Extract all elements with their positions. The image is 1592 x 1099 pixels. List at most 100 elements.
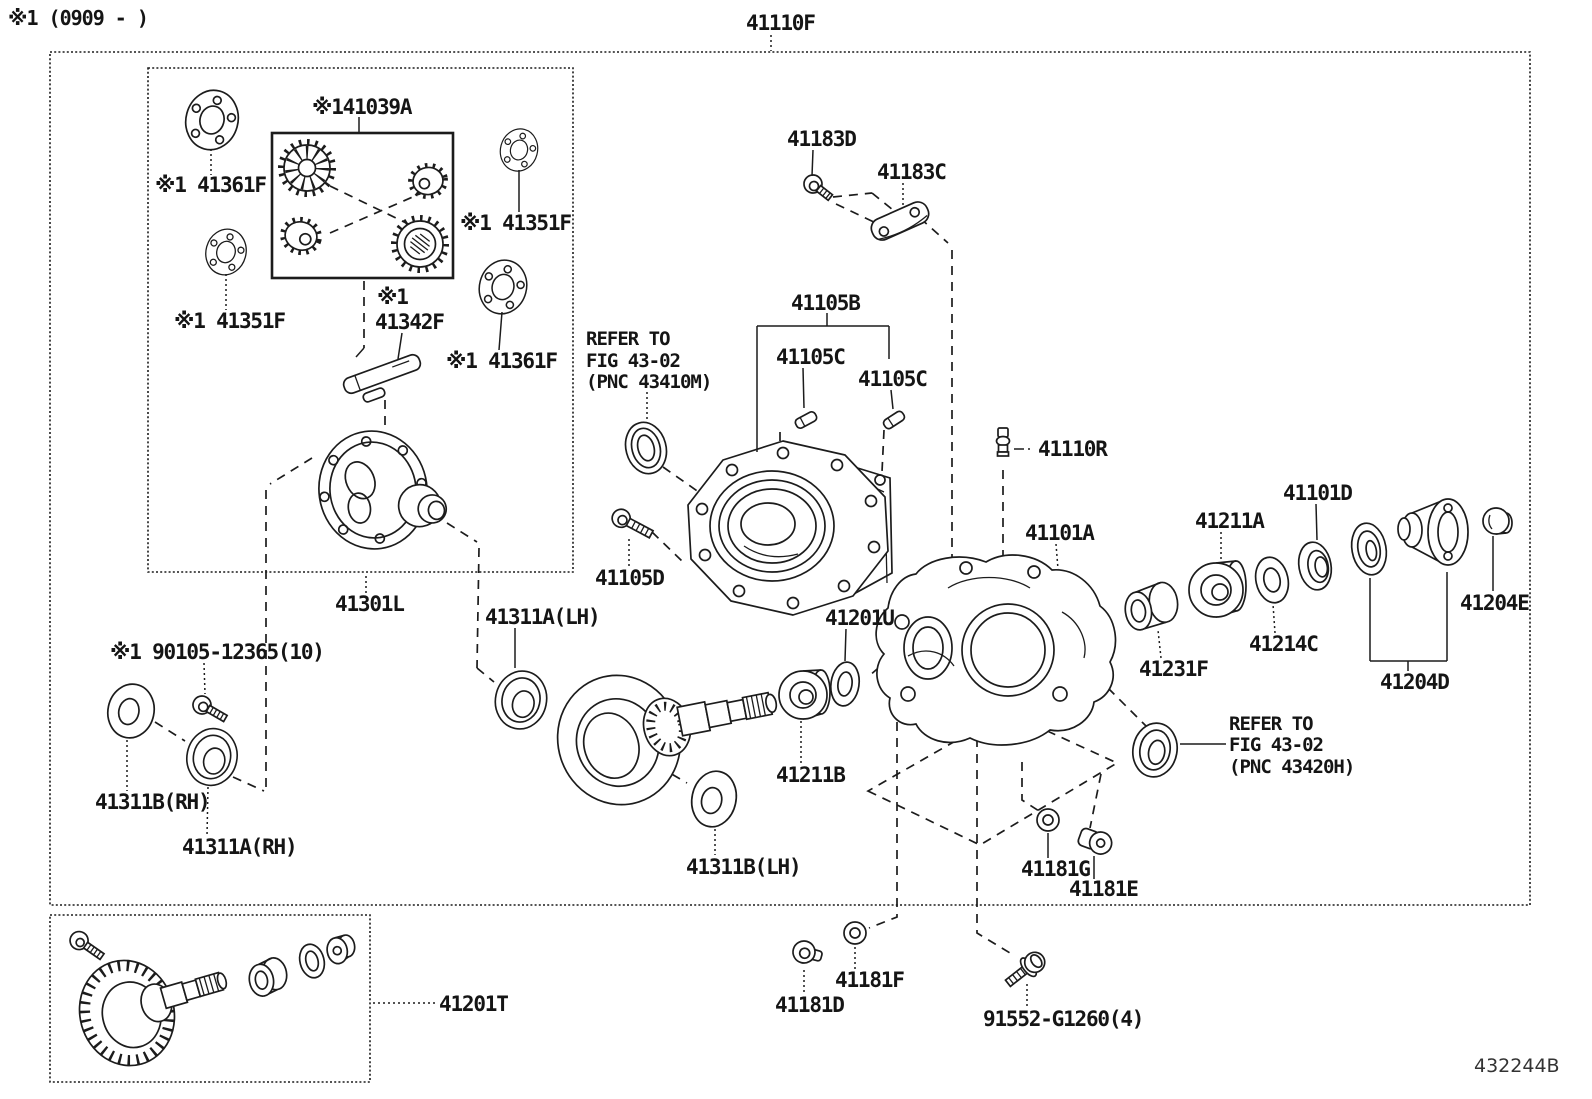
label-41231f: 41231F: [1139, 657, 1208, 681]
carrier-housing-41101a: [875, 554, 1117, 746]
spacer-41101d: [1297, 541, 1333, 591]
side-gear-upper: [278, 139, 336, 197]
label-41311a-lh: 41311A(LH): [485, 605, 599, 629]
gasket-41181f: [843, 921, 867, 945]
label-41181g: 41181G: [1021, 857, 1090, 881]
label-41211a: 41211A: [1195, 509, 1265, 533]
bearing-washer-41311b-rh: [106, 683, 156, 739]
case-bolt-90105: [192, 695, 229, 723]
dust-deflector-41204e: [1482, 507, 1513, 535]
dowel-pin-41105c-right: [882, 410, 906, 430]
companion-flange-spacer-41231f: [1124, 581, 1179, 631]
rear-bearing-41211b: [778, 669, 831, 720]
label-41361f-tl: ※1 41361F: [155, 173, 266, 197]
label-90105-12365: ※1 90105-12365(10): [110, 640, 324, 664]
svg-text:(PNC 43410M): (PNC 43410M): [586, 371, 711, 393]
refer-note-43410m: REFER TO FIG 43-02 (PNC 43410M): [586, 328, 712, 393]
spider-gear-kit-box: [270, 131, 455, 280]
kit-washer: [298, 943, 326, 979]
pinion-gear-lower-left: [280, 216, 322, 256]
label-41214c: 41214C: [1249, 632, 1318, 656]
label-41181e: 41181E: [1069, 877, 1138, 901]
outer-assembly-box: [49, 51, 1531, 906]
side-bearing-41311a-rh: [180, 723, 244, 791]
breather-bolt-41183d: [803, 174, 834, 202]
label-41211b: 41211B: [776, 763, 845, 787]
pinion-thrust-washer-41351f-left: [200, 223, 252, 281]
plug-41181d: [792, 940, 823, 964]
kit-bolt: [69, 930, 106, 961]
label-41301l: 41301L: [335, 592, 404, 616]
label-41361f-br: ※1 41361F: [446, 349, 557, 373]
pinion-shaft-pin: [362, 387, 386, 403]
refer-note-43420h: REFER TO FIG 43-02 (PNC 43420H): [1229, 713, 1355, 778]
label-41311b-rh: 41311B(RH): [95, 790, 209, 814]
label-41105d: 41105D: [595, 566, 664, 590]
label-41181f: 41181F: [835, 968, 904, 992]
side-gear-thrust-washer-41361f-bottom: [472, 254, 534, 320]
differential-case-subassembly-box: [147, 67, 574, 573]
washer-41214c: [1254, 556, 1290, 604]
label-41342f-mark: ※1: [377, 285, 408, 309]
washer-41201u: [829, 661, 861, 707]
label-41110f: 41110F: [746, 11, 815, 35]
part-number-labels: ※1 (0909 - ) 41110F 41183D 41183C 41105B…: [8, 6, 1560, 1077]
plug-41181e: [1077, 827, 1113, 855]
bolt-91552: [1004, 951, 1046, 988]
label-41105b: 41105B: [791, 291, 860, 315]
label-41181d: 41181D: [775, 993, 844, 1017]
differential-case-41301l: [318, 430, 448, 550]
side-oil-seal-43410m: [624, 421, 668, 475]
companion-flange-41204d: [1397, 498, 1469, 566]
svg-text:FIG 43-02: FIG 43-02: [1229, 734, 1323, 756]
breather-plug-41110r: [995, 427, 1011, 457]
frame-boxes: [49, 51, 1531, 1083]
cover-bolt-41105d: [611, 508, 655, 539]
svg-text:REFER TO: REFER TO: [1229, 713, 1313, 735]
label-41311a-rh: 41311A(RH): [182, 835, 296, 859]
label-41204e: 41204E: [1460, 591, 1529, 615]
label-41201u: 41201U: [825, 606, 894, 630]
pinion-gear-upper-right: [408, 162, 448, 200]
carrier-cover-41105b: [687, 440, 893, 616]
label-41105c-1: 41105C: [776, 345, 845, 369]
label-41201t: 41201T: [439, 992, 508, 1016]
gasket-41181g: [1036, 808, 1060, 832]
label-41351f-l: ※1 41351F: [174, 309, 285, 333]
front-bearing-41211a: [1188, 560, 1247, 618]
svg-text:FIG 43-02: FIG 43-02: [586, 350, 680, 372]
label-41183c: 41183C: [877, 160, 946, 184]
kit-spacer: [248, 957, 288, 997]
kit-nut: [326, 934, 356, 965]
label-41105c-2: 41105C: [858, 367, 927, 391]
side-bearing-41311a-lh: [489, 665, 553, 735]
label-41183d: 41183D: [787, 127, 856, 151]
front-oil-seal-41204d: [1350, 522, 1388, 576]
label-41101d: 41101D: [1283, 481, 1352, 505]
breather-bracket-41183c: [870, 201, 930, 241]
side-gear-thrust-washer-41361f-top: [178, 83, 246, 157]
label-41342f: 41342F: [375, 310, 444, 334]
part-drawings: [69, 83, 1513, 1067]
label-41351f-r: ※1 41351F: [460, 211, 571, 235]
label-41204d: 41204D: [1380, 670, 1449, 694]
kit-pinion: [140, 971, 228, 1023]
ring-pinion-kit-box: [49, 914, 371, 1083]
bearing-washer-41311b-lh: [690, 770, 738, 828]
pinion-shaft-41342f: [342, 353, 422, 395]
drive-pinion-shaft: [676, 691, 778, 737]
label-41039a: ※141039A: [312, 95, 413, 119]
figure-code: 432244B: [1474, 1055, 1560, 1077]
header-note: ※1 (0909 - ): [8, 6, 148, 30]
label-41101a: 41101A: [1025, 521, 1095, 545]
svg-text:(PNC 43420H): (PNC 43420H): [1229, 756, 1354, 778]
dowel-pin-41105c-left: [794, 410, 818, 430]
side-gear-lower-right: [391, 215, 449, 273]
pinion-thrust-washer-41351f-right: [495, 124, 543, 176]
side-oil-seal-43420h: [1131, 722, 1179, 778]
label-91552-g1260: 91552-G1260(4): [983, 1007, 1143, 1031]
label-41110r: 41110R: [1038, 437, 1108, 461]
leader-lines: [126, 35, 1494, 1008]
